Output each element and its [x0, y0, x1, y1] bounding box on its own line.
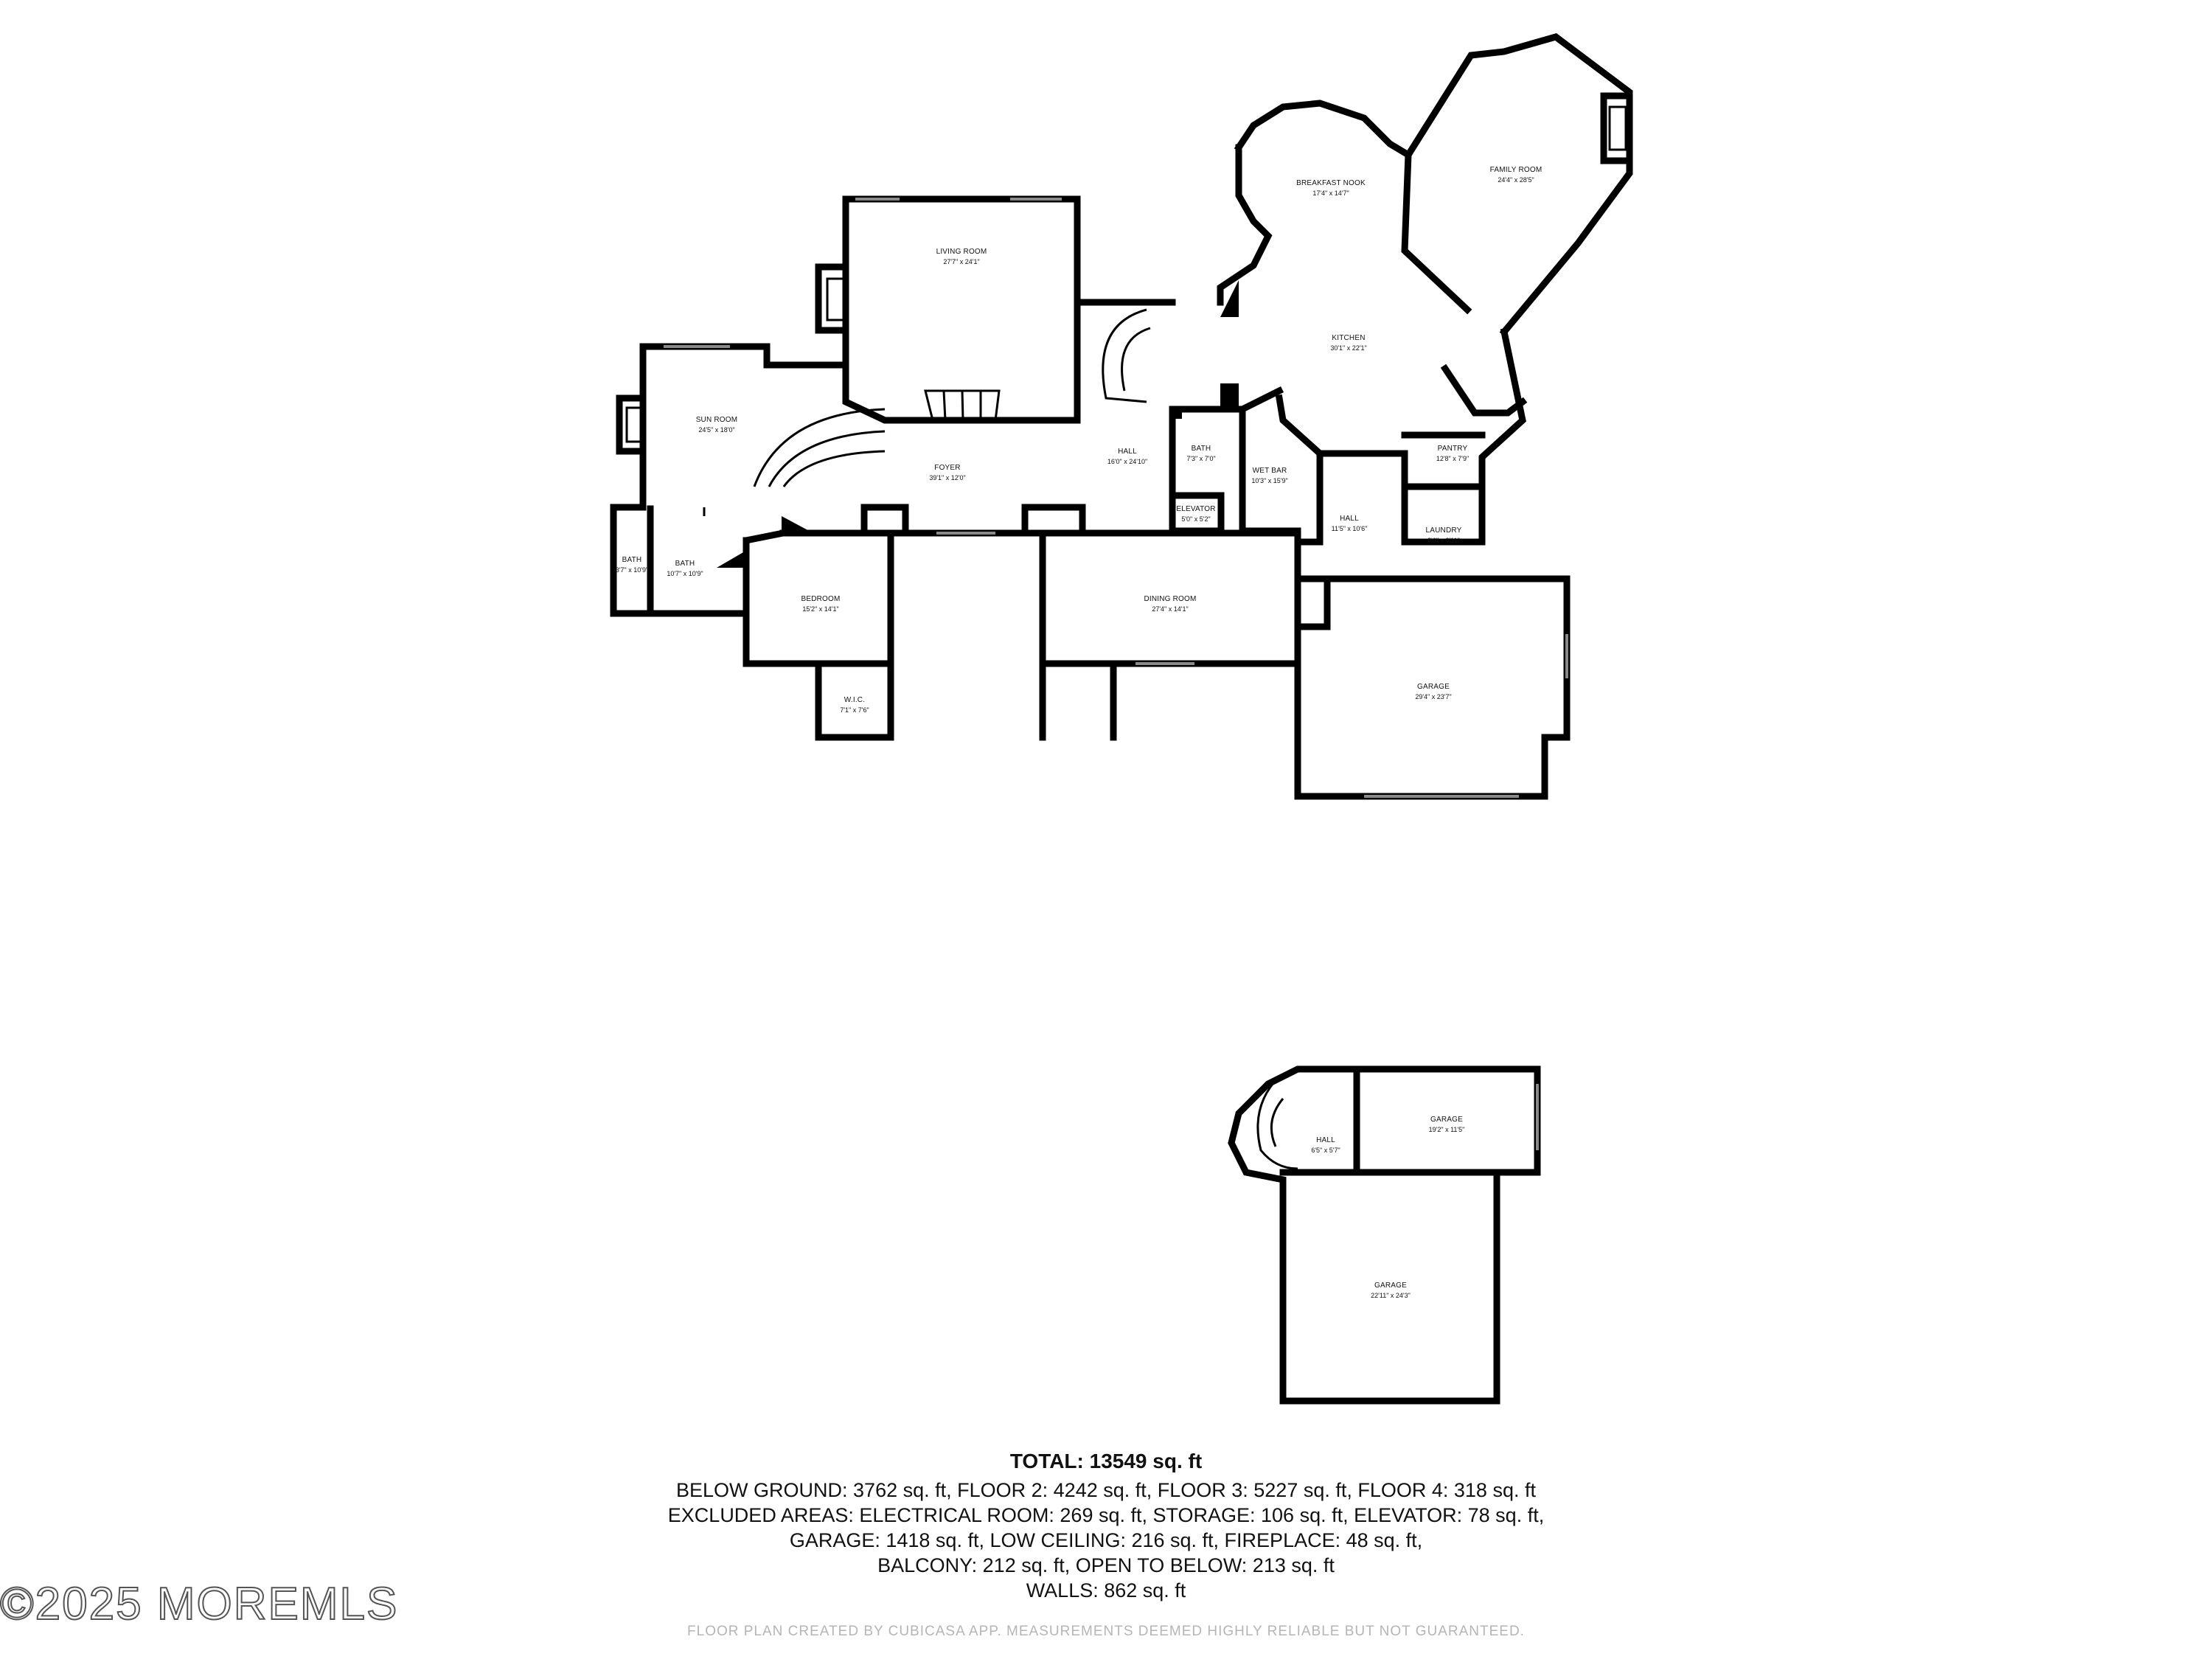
room-dimensions: 39'1" x 12'0" — [929, 474, 965, 481]
room-dimensions: 5'0" x 5'2" — [1181, 515, 1210, 523]
area-breakdown-line: BELOW GROUND: 3762 sq. ft, FLOOR 2: 4242… — [676, 1479, 1536, 1501]
windows — [664, 198, 1568, 798]
room-dimensions: 29'4" x 23'7" — [1415, 693, 1451, 700]
room-dimensions: 30'1" x 22'1" — [1330, 344, 1366, 352]
room-name: PANTRY — [1438, 445, 1468, 453]
room-name: BATH — [1192, 445, 1211, 453]
room-dimensions: 16'0" x 24'10" — [1107, 458, 1147, 465]
room-name: BEDROOM — [801, 595, 840, 603]
copyright-watermark: ©2025 MOREMLS — [0, 1578, 399, 1630]
room-dimensions: 10'3" x 15'9" — [1251, 477, 1287, 484]
room-name: DINING ROOM — [1144, 595, 1196, 603]
room-dimensions: 24'4" x 28'5" — [1498, 176, 1534, 184]
area-breakdown-line: WALLS: 862 sq. ft — [1026, 1579, 1186, 1601]
room-dimensions: 15'2" x 14'1" — [802, 605, 838, 613]
room-name: GARAGE — [1374, 1281, 1407, 1290]
room-dimensions: 22'11" x 24'3" — [1371, 1292, 1411, 1299]
room-dimensions: 27'4" x 14'1" — [1152, 605, 1188, 613]
room-dimensions: 27'7" x 24'1" — [943, 258, 979, 265]
room-name: SUN ROOM — [696, 416, 738, 424]
room-dimensions: 17'4" x 14'7" — [1312, 189, 1349, 197]
room-labels: LIVING ROOM 27'7" x 24'1" BREAKFAST NOOK… — [616, 166, 1543, 1299]
room-name: GARAGE — [1417, 683, 1450, 691]
room-dimensions: 7'3" x 7'0" — [1186, 455, 1215, 462]
disclaimer: FLOOR PLAN CREATED BY CUBICASA APP. MEAS… — [687, 1624, 1525, 1639]
area-breakdown-line: GARAGE: 1418 sq. ft, LOW CEILING: 216 sq… — [789, 1529, 1423, 1551]
room-name: GARAGE — [1430, 1116, 1463, 1124]
stairs — [753, 308, 1151, 487]
room-name: LAUNDRY — [1425, 526, 1461, 535]
room-dimensions: 24'5" x 18'0" — [698, 426, 734, 434]
room-name: HALL — [1118, 448, 1137, 456]
room-dimensions: 7'1" x 7'6" — [840, 706, 869, 714]
area-breakdown-line: EXCLUDED AREAS: ELECTRICAL ROOM: 269 sq.… — [667, 1504, 1545, 1526]
room-name: KITCHEN — [1332, 334, 1365, 342]
room-name: FOYER — [934, 464, 960, 472]
room-name: ELEVATOR — [1176, 505, 1215, 513]
room-name: WET BAR — [1253, 467, 1287, 475]
room-dimensions: 6'5" x 5'7" — [1311, 1147, 1340, 1154]
room-dimensions: 3'7" x 10'9" — [616, 566, 648, 574]
room-dimensions: 12'8" x 7'9" — [1436, 455, 1469, 462]
room-dimensions: 10'7" x 10'9" — [667, 570, 703, 577]
room-dimensions: 8'6" x 9'11" — [1427, 537, 1460, 544]
room-name: FAMILY ROOM — [1490, 166, 1543, 174]
total-area: TOTAL: 13549 sq. ft — [1009, 1450, 1203, 1472]
area-breakdown-line: BALCONY: 212 sq. ft, OPEN TO BELOW: 213 … — [877, 1554, 1335, 1576]
room-dimensions: 19'2" x 11'5" — [1429, 1126, 1465, 1133]
room-name: BATH — [675, 560, 695, 568]
room-name: BREAKFAST NOOK — [1296, 179, 1366, 187]
room-name: W.I.C. — [844, 696, 865, 704]
room-name: LIVING ROOM — [936, 248, 987, 256]
main-floor-walls — [610, 33, 1633, 800]
room-dimensions: 11'5" x 10'6" — [1332, 525, 1368, 532]
room-name: HALL — [1316, 1136, 1335, 1144]
room-name: BATH — [622, 556, 642, 564]
lower-floor-walls — [1228, 1065, 1541, 1405]
room-name: HALL — [1340, 515, 1359, 523]
